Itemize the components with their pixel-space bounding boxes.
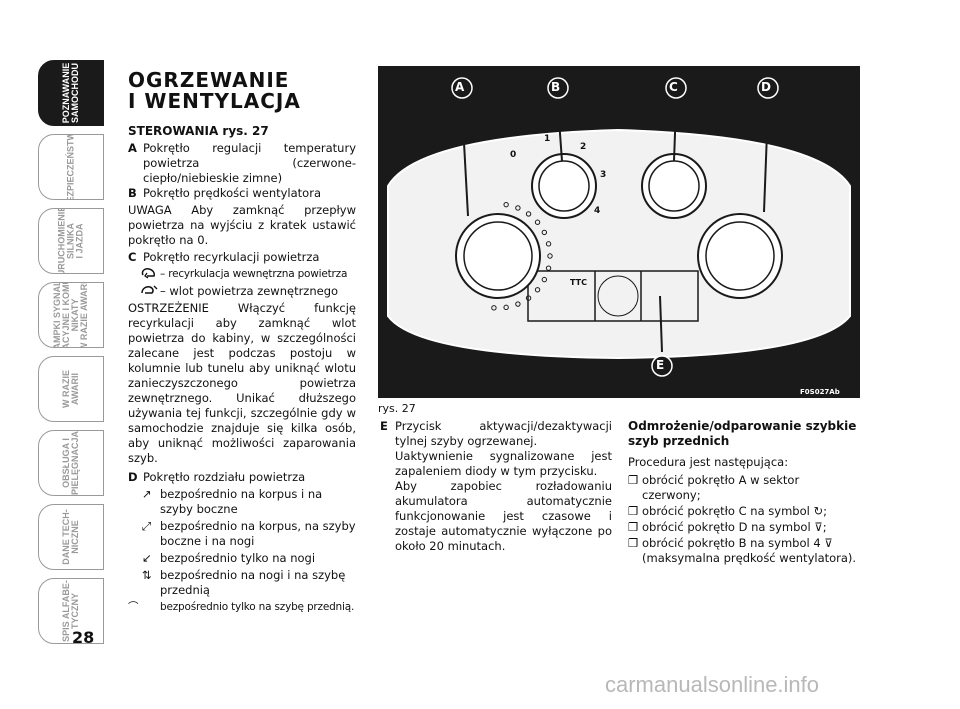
tab-bezpieczenstwo[interactable]: BEZPIECZEŃSTWO bbox=[38, 134, 104, 200]
recirculation-icon bbox=[141, 268, 155, 279]
tab-dane-techniczne[interactable]: DANE TECH- NICZNE bbox=[38, 504, 104, 570]
figure-caption: rys. 27 bbox=[378, 402, 416, 415]
recirculation-outer: – wlot powietrza zewnętrznego bbox=[128, 284, 356, 299]
temperature-scale-dot bbox=[545, 241, 552, 247]
windscreen-defrost-icon: ⊽; bbox=[814, 520, 827, 534]
outside-air-icon: ↻; bbox=[813, 504, 827, 518]
step-3: ❐obrócić pokrętło D na symbol ⊽; bbox=[628, 520, 827, 534]
step-4: ❐obrócić pokrętło B na symbol 4 ⊽(maksym… bbox=[628, 536, 857, 565]
note-uwaga: UWAGA Aby zamknąć przepływ powietrza na … bbox=[128, 203, 356, 247]
step-1: ❐obrócić pokrętło A w sektor czerwony; bbox=[628, 473, 800, 502]
item-e: E Przycisk aktywacji/dezaktywacji tylnej… bbox=[380, 419, 612, 553]
airflow-body-icon: ↗ bbox=[142, 487, 152, 501]
ttc-button-label: TTC bbox=[570, 278, 587, 287]
procedure-intro: Procedura jest następująca: bbox=[628, 455, 789, 469]
section-subtitle: STEROWANIA rys. 27 bbox=[128, 124, 269, 138]
label-d: D bbox=[761, 80, 771, 94]
temperature-scale-dot bbox=[541, 229, 548, 236]
airflow-feet-windscreen-icon: ⇅ bbox=[142, 568, 152, 582]
fan-scale-2: 2 bbox=[580, 142, 587, 152]
tab-w-razie-awarii[interactable]: W RAZIE AWARII bbox=[38, 356, 104, 422]
defrost-heading: Odmrożenie/odparowanie szybkie szyb prze… bbox=[628, 419, 857, 448]
page-title: OGRZEWANIE I WENTYLACJA bbox=[128, 68, 301, 113]
temperature-scale-dot bbox=[515, 301, 521, 307]
tab-lampki[interactable]: LAMPKI SYGNALI- ZACYJNE I KOMU- NIKATY W… bbox=[38, 282, 104, 348]
distribution-feet: ↙bezpośrednio tylko na nogi bbox=[142, 551, 316, 565]
distribution-body-feet: ⤢bezpośrednio na korpus, na szyby boczne… bbox=[142, 519, 356, 548]
column-3: Odmrożenie/odparowanie szybkie szyb prze… bbox=[628, 419, 860, 567]
fan-scale-0: 0 bbox=[510, 150, 517, 160]
windscreen-defrost-icon: ⊽ bbox=[824, 536, 833, 550]
temperature-scale-dot bbox=[547, 253, 553, 259]
tab-obsluga[interactable]: OBSŁUGA I PIELĘGNACJA bbox=[38, 430, 104, 496]
temperature-scale-dot bbox=[515, 205, 521, 211]
label-b: B bbox=[551, 80, 561, 94]
tab-spis[interactable]: SPIS ALFABE- TYCZNY bbox=[38, 578, 104, 644]
distribution-feet-windscreen: ⇅bezpośrednio na nogi i na szybę przedni… bbox=[142, 568, 346, 597]
fan-scale-3: 3 bbox=[600, 170, 607, 180]
warning-recirculation: OSTRZEŻENIE Włączyć funkcję recyrkulacji… bbox=[128, 301, 356, 465]
column-1: OGRZEWANIE I WENTYLACJA STEROWANIA rys. … bbox=[128, 70, 356, 617]
label-e: E bbox=[656, 358, 665, 372]
tab-uruchomienie[interactable]: URUCHOMIENIE SILNIKA I JAZDA bbox=[38, 208, 104, 274]
figure-heating-controls: A B C D E 0 1 2 3 4 TTC F0S027Ab bbox=[378, 66, 860, 398]
airflow-feet-icon: ↙ bbox=[142, 551, 152, 565]
temperature-scale-dot bbox=[503, 201, 509, 208]
fan-scale-1: 1 bbox=[544, 134, 551, 144]
tab-poznawanie[interactable]: POZNAWANIE SAMOCHODU bbox=[38, 60, 104, 126]
label-a: A bbox=[455, 80, 465, 94]
windscreen-icon: ⌒ bbox=[128, 601, 139, 613]
outside-air-icon bbox=[141, 285, 158, 294]
airflow-body-feet-icon: ⤢ bbox=[142, 519, 152, 533]
temperature-scale-dot bbox=[534, 287, 541, 293]
watermark: carmanualsonline.info bbox=[605, 672, 820, 697]
step-2: ❐obrócić pokrętło C na symbol ↻; bbox=[628, 504, 827, 518]
temperature-scale-dot bbox=[545, 265, 552, 271]
temperature-scale-dot bbox=[491, 305, 497, 311]
label-c: C bbox=[669, 80, 678, 94]
temperature-scale-dot bbox=[503, 304, 509, 311]
temperature-scale-dot bbox=[534, 219, 541, 225]
fan-scale-4: 4 bbox=[594, 206, 601, 216]
temperature-scale-dot bbox=[525, 211, 532, 217]
temperature-scale-dot bbox=[525, 295, 532, 301]
distribution-body: ↗bezpośrednio na korpus i na szyby boczn… bbox=[142, 487, 323, 516]
distribution-windscreen: ⌒bezpośrednio tylko na szybę przednią. bbox=[128, 601, 355, 613]
recirculation-inner: – recyrkulacja wewnętrzna powietrza bbox=[128, 267, 356, 282]
figure-code: F0S027Ab bbox=[800, 388, 840, 396]
heating-panel-illustration bbox=[387, 77, 851, 377]
column-2: E Przycisk aktywacji/dezaktywacji tylnej… bbox=[380, 419, 612, 554]
page-number: 28 bbox=[72, 628, 95, 647]
temperature-scale-dot bbox=[541, 276, 548, 283]
